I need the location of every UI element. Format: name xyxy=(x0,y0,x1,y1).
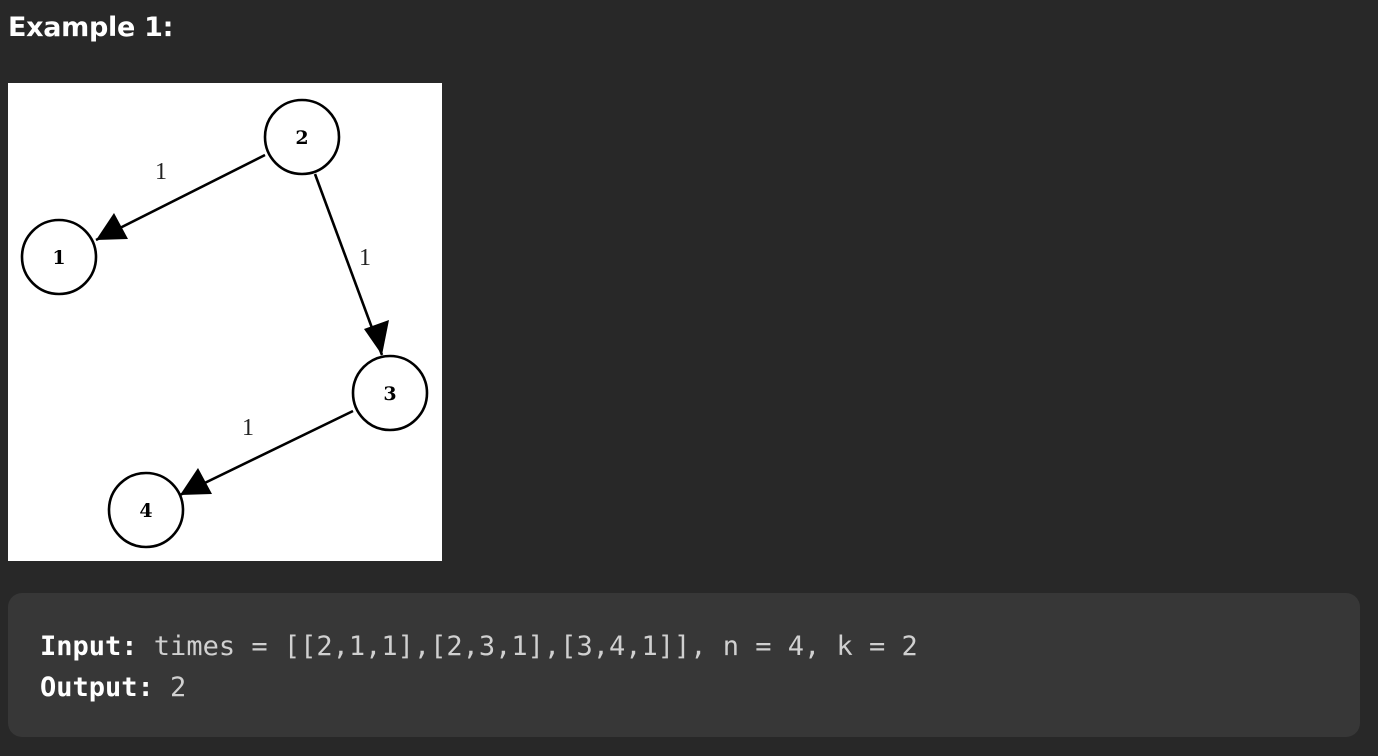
graph-diagram: 1 1 1 2 1 3 xyxy=(20,98,429,549)
node-circle-2 xyxy=(263,98,341,176)
input-value: times = [[2,1,1],[2,3,1],[3,4,1]], n = 4… xyxy=(137,631,918,662)
edge-weight-3-4: 1 xyxy=(242,415,254,441)
edge-line-2-1 xyxy=(95,153,266,242)
node-label-3: 3 xyxy=(383,383,396,405)
edge-2-1: 1 xyxy=(95,153,266,242)
edge-arrowhead-2-3 xyxy=(364,320,389,355)
node-circle-3 xyxy=(351,354,429,432)
node-label-2: 2 xyxy=(295,127,308,149)
edge-line-3-4 xyxy=(179,409,354,497)
edge-2-3: 1 xyxy=(313,173,389,356)
graph-node-3: 3 xyxy=(351,354,429,432)
input-line: Input: times = [[2,1,1],[2,3,1],[3,4,1]]… xyxy=(40,626,1360,667)
input-label: Input: xyxy=(40,631,138,662)
example-heading: Example 1: xyxy=(8,12,174,43)
graph-node-4: 4 xyxy=(107,471,185,549)
output-line: Output: 2 xyxy=(40,667,1360,708)
graph-figure: 1 1 1 2 1 3 xyxy=(8,83,442,561)
node-circle-4 xyxy=(107,471,185,549)
output-value: 2 xyxy=(153,672,187,703)
edge-arrowhead-2-1 xyxy=(96,213,128,240)
example-code-block: Input: times = [[2,1,1],[2,3,1],[3,4,1]]… xyxy=(8,593,1360,737)
node-circle-1 xyxy=(20,218,98,296)
edge-3-4: 1 xyxy=(179,409,354,497)
edge-weight-2-3: 1 xyxy=(359,245,371,271)
node-label-4: 4 xyxy=(139,500,152,522)
node-label-1: 1 xyxy=(52,247,65,269)
edge-arrowhead-3-4 xyxy=(180,468,212,495)
graph-node-1: 1 xyxy=(20,218,98,296)
edge-weight-2-1: 1 xyxy=(155,159,167,185)
output-label: Output: xyxy=(40,672,154,703)
graph-node-2: 2 xyxy=(263,98,341,176)
edge-line-2-3 xyxy=(313,173,384,356)
